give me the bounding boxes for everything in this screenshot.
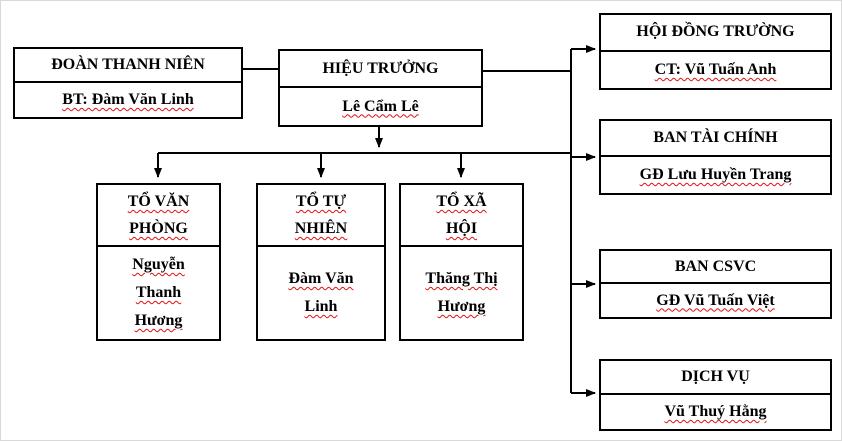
- box-to-tu-nhien-title: TỔ TỰ NHIÊN: [258, 185, 384, 247]
- box-to-xa-hoi-title: TỔ XÃ HỘI: [401, 185, 522, 247]
- box-to-van-phong-title: TỔ VĂN PHÒNG: [98, 185, 219, 247]
- box-doan-thanh-nien: ĐOÀN THANH NIÊN BT: Đàm Văn Linh: [13, 47, 243, 119]
- box-hoi-dong-truong-name: CT: Vũ Tuấn Anh: [654, 60, 777, 78]
- box-ban-csvc-name: GĐ Vũ Tuấn Việt: [656, 291, 775, 309]
- box-hieu-truong: HIỆU TRƯỞNG Lê Cẩm Lê: [278, 49, 483, 127]
- box-ban-tai-chinh: BAN TÀI CHÍNH GĐ Lưu Huyền Trang: [599, 119, 832, 195]
- box-to-van-phong-name: Nguyễn Thanh Hương: [132, 256, 185, 329]
- box-to-xa-hoi: TỔ XÃ HỘI Thăng Thị Hương: [399, 183, 524, 341]
- box-doan-thanh-nien-name: BT: Đàm Văn Linh: [62, 91, 194, 108]
- box-doan-thanh-nien-title: ĐOÀN THANH NIÊN: [15, 49, 241, 83]
- box-hieu-truong-title: HIỆU TRƯỞNG: [280, 51, 481, 88]
- box-to-xa-hoi-name: Thăng Thị Hương: [425, 270, 498, 315]
- box-ban-csvc: BAN CSVC GĐ Vũ Tuấn Việt: [599, 249, 832, 319]
- box-hieu-truong-name: Lê Cẩm Lê: [342, 97, 419, 115]
- box-hoi-dong-truong-title: HỘI ĐỒNG TRƯỜNG: [601, 15, 830, 52]
- box-ban-tai-chinh-title: BAN TÀI CHÍNH: [601, 121, 830, 157]
- box-dich-vu-name: Vũ Thuý Hằng: [664, 403, 767, 420]
- box-ban-tai-chinh-name: GĐ Lưu Huyền Trang: [639, 166, 792, 183]
- box-to-tu-nhien-name: Đàm Văn Linh: [288, 270, 354, 315]
- box-to-tu-nhien: TỔ TỰ NHIÊN Đàm Văn Linh: [256, 183, 386, 341]
- box-dich-vu-title: DỊCH VỤ: [601, 361, 830, 395]
- box-hoi-dong-truong: HỘI ĐỒNG TRƯỜNG CT: Vũ Tuấn Anh: [599, 13, 832, 90]
- box-dich-vu: DỊCH VỤ Vũ Thuý Hằng: [599, 359, 832, 431]
- box-ban-csvc-title: BAN CSVC: [601, 251, 830, 284]
- box-to-van-phong: TỔ VĂN PHÒNG Nguyễn Thanh Hương: [96, 183, 221, 341]
